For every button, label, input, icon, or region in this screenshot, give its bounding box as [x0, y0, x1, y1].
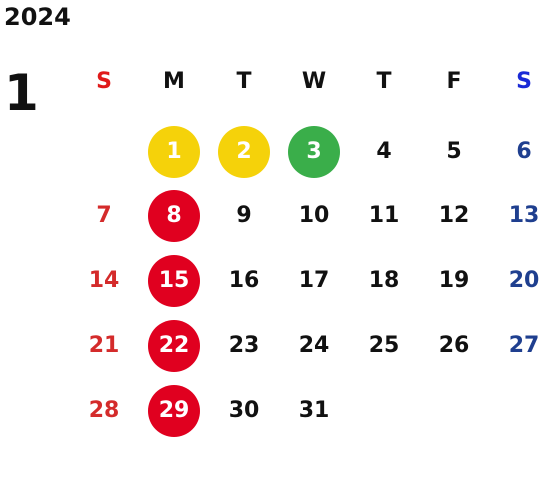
day-number: 16 [228, 268, 260, 293]
day-number: 6 [516, 139, 532, 164]
holiday-circle [218, 126, 270, 178]
day-number: 1 [166, 139, 182, 164]
day-cell[interactable]: 4 [356, 132, 412, 172]
holiday-circle [148, 385, 200, 437]
day-number: 27 [508, 333, 540, 358]
holiday-circle [148, 190, 200, 242]
day-cell[interactable]: 20 [496, 261, 548, 301]
day-cell[interactable]: 8 [146, 190, 202, 242]
day-cell[interactable]: 23 [216, 326, 272, 366]
day-cell[interactable]: 11 [356, 196, 412, 236]
day-number: 3 [306, 139, 322, 164]
day-number: 12 [438, 203, 470, 228]
day-number: 30 [228, 398, 260, 423]
day-cell[interactable]: 14 [76, 261, 132, 301]
weekday-header: S [516, 69, 532, 94]
day-cell[interactable]: 29 [146, 385, 202, 437]
day-number: 17 [298, 268, 330, 293]
weekday-header: F [446, 69, 462, 94]
weekday-header: M [163, 69, 185, 94]
day-number: 21 [88, 333, 120, 358]
day-number: 14 [88, 268, 120, 293]
day-number: 10 [298, 203, 330, 228]
day-number: 24 [298, 333, 330, 358]
year-label: 2024 [4, 3, 71, 31]
day-cell[interactable]: 24 [286, 326, 342, 366]
day-number: 9 [236, 203, 252, 228]
day-cell[interactable]: 18 [356, 261, 412, 301]
weekday-header: S [96, 69, 112, 94]
holiday-circle [148, 255, 200, 307]
day-cell[interactable]: 3 [286, 126, 342, 178]
weekday-header: W [301, 69, 327, 94]
day-cell[interactable]: 27 [496, 326, 548, 366]
day-number: 28 [88, 398, 120, 423]
day-cell[interactable]: 1 [146, 126, 202, 178]
day-cell[interactable]: 16 [216, 261, 272, 301]
day-cell[interactable]: 21 [76, 326, 132, 366]
day-cell[interactable]: 25 [356, 326, 412, 366]
day-cell[interactable]: 30 [216, 391, 272, 431]
day-cell[interactable]: 17 [286, 261, 342, 301]
day-cell[interactable]: 9 [216, 196, 272, 236]
day-number: 8 [166, 203, 182, 228]
day-number: 7 [96, 203, 112, 228]
day-cell[interactable]: 10 [286, 196, 342, 236]
day-cell[interactable]: 12 [426, 196, 482, 236]
holiday-circle [288, 126, 340, 178]
day-cell[interactable]: 26 [426, 326, 482, 366]
day-cell[interactable]: 31 [286, 391, 342, 431]
day-cell[interactable]: 7 [76, 196, 132, 236]
day-cell[interactable]: 5 [426, 132, 482, 172]
day-number: 2 [236, 139, 252, 164]
day-number: 31 [298, 398, 330, 423]
day-number: 23 [228, 333, 260, 358]
day-number: 13 [508, 203, 540, 228]
day-number: 15 [158, 268, 190, 293]
month-label: 1 [4, 64, 39, 122]
day-cell[interactable]: 22 [146, 320, 202, 372]
day-number: 29 [158, 398, 190, 423]
holiday-circle [148, 126, 200, 178]
day-number: 11 [368, 203, 400, 228]
day-cell[interactable]: 13 [496, 196, 548, 236]
day-cell[interactable]: 6 [496, 132, 548, 172]
holiday-circle [148, 320, 200, 372]
day-cell[interactable]: 2 [216, 126, 272, 178]
day-number: 22 [158, 333, 190, 358]
day-cell[interactable]: 28 [76, 391, 132, 431]
weekday-header: T [376, 69, 392, 94]
day-number: 18 [368, 268, 400, 293]
day-cell[interactable]: 15 [146, 255, 202, 307]
day-number: 20 [508, 268, 540, 293]
day-cell[interactable]: 19 [426, 261, 482, 301]
day-number: 26 [438, 333, 470, 358]
weekday-header: T [236, 69, 252, 94]
day-number: 25 [368, 333, 400, 358]
day-number: 19 [438, 268, 470, 293]
day-number: 5 [446, 139, 462, 164]
day-number: 4 [376, 139, 392, 164]
